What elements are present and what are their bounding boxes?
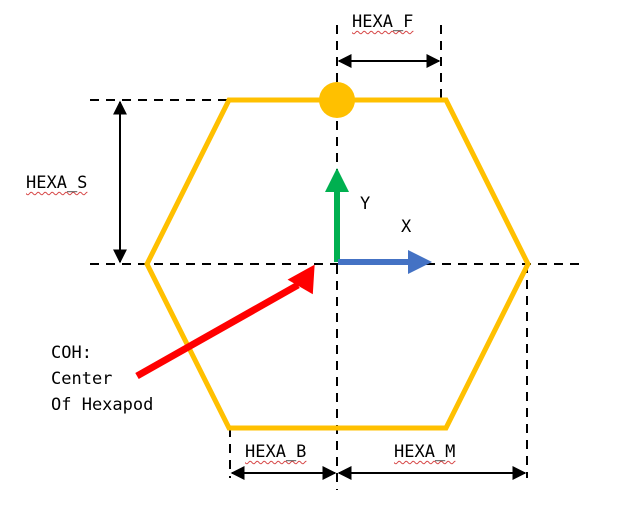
dimension-lines [113,54,527,480]
hexa-s-label: HEXA_S [26,173,88,193]
y-axis-arrow [325,168,349,262]
hexa-m-label: HEXA_M [394,442,456,462]
top-joint-circle [319,82,355,118]
y-axis-label: Y [360,194,371,214]
coh-caption-line1: COH: [51,343,92,363]
hexa-f-label: HEXA_F [352,12,414,32]
hexa-b-label: HEXA_B [245,442,307,462]
coh-caption-line3: Of Hexapod [51,395,154,415]
x-axis-arrow [338,250,432,274]
coh-caption: COH: Center Of Hexapod [51,340,153,418]
x-axis-label: X [401,217,412,237]
coh-pointer-arrow [135,264,315,380]
hexapod-hexagon [144,97,531,431]
coh-caption-line2: Center [51,369,113,389]
